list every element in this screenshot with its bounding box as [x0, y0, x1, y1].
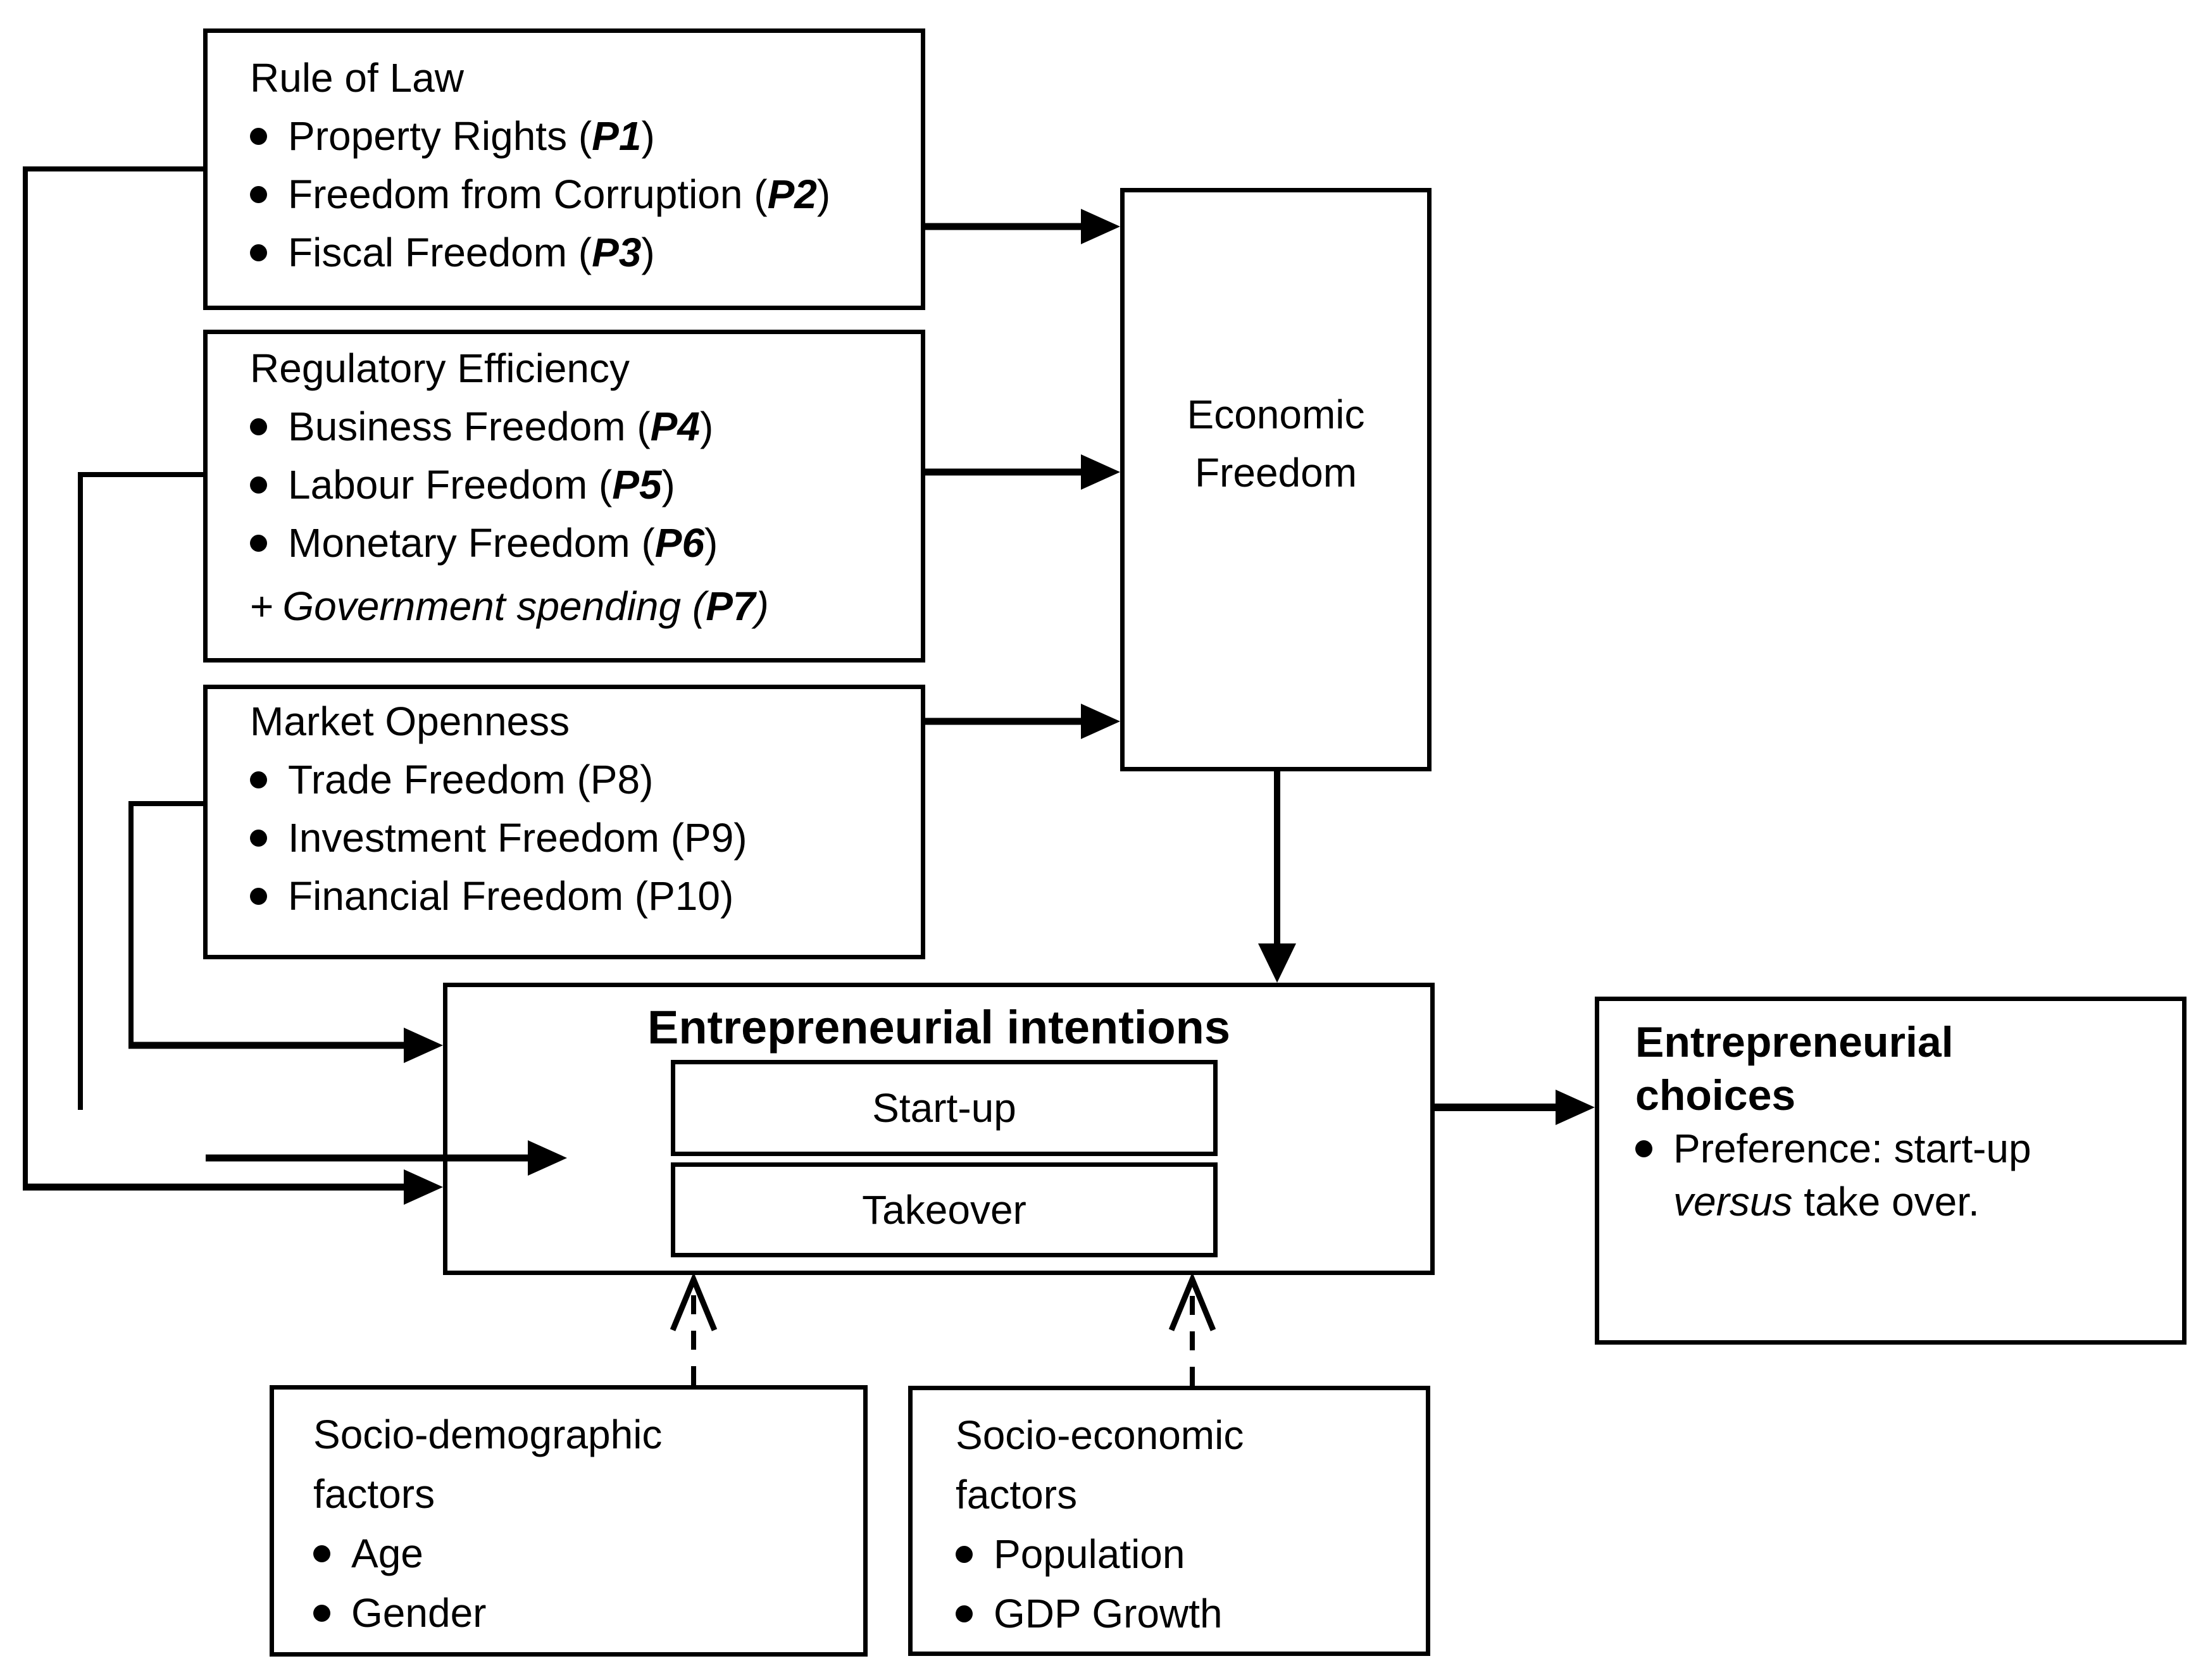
bullet-icon	[250, 476, 267, 494]
socio-economic-box: Socio-economic factors Population GDP Gr…	[908, 1386, 1430, 1656]
open-arrowhead-icon	[670, 1272, 718, 1331]
list-item: Investment Freedom (P9)	[250, 809, 921, 867]
regulatory-efficiency-box: Regulatory Efficiency Business Freedom (…	[203, 330, 925, 663]
box-title: Entrepreneurial intentions	[647, 1001, 1231, 1054]
plus-sign: +	[250, 583, 274, 629]
bullet-icon	[250, 127, 267, 145]
arrowhead-icon	[404, 1169, 443, 1205]
option-label: Start-up	[872, 1085, 1016, 1131]
arrowhead-icon	[1081, 704, 1120, 739]
arrowhead-icon	[404, 1028, 443, 1063]
bullet-icon	[250, 771, 267, 788]
market-openness-box: Market Openness Trade Freedom (P8) Inves…	[203, 685, 925, 959]
rule-of-law-box: Rule of Law Property Rights (P1) Freedom…	[203, 28, 925, 310]
list-item: Gender	[313, 1583, 863, 1643]
list-item: Population	[956, 1524, 1426, 1584]
list-item: Business Freedom (P4)	[250, 397, 921, 456]
bullet-icon	[250, 534, 267, 552]
route-ruleoflaw-to-intentions	[23, 166, 203, 1187]
arrowhead-icon	[1081, 454, 1120, 490]
box-title: Entrepreneurial choices	[1635, 1018, 1954, 1119]
list-item: Preference: start-up	[1635, 1122, 2169, 1175]
takeover-box: Takeover	[671, 1162, 1218, 1257]
bullet-icon	[250, 829, 267, 847]
bullet-icon	[250, 887, 267, 905]
route-regeff-down	[78, 472, 203, 1110]
box-title: Socio-economic factors	[956, 1412, 1244, 1517]
list-item-government-spending: +Government spending (P7)	[250, 583, 769, 629]
list-item: GDP Growth	[956, 1584, 1426, 1643]
box-title: Economic Freedom	[1187, 392, 1365, 495]
list-item: Labour Freedom (P5)	[250, 456, 921, 514]
bullet-icon	[956, 1545, 973, 1563]
box-title: Market Openness	[250, 699, 570, 744]
list-item: Age	[313, 1524, 863, 1583]
start-up-box: Start-up	[671, 1060, 1218, 1156]
list-item: Fiscal Freedom (P3)	[250, 223, 921, 282]
list-item: Property Rights (P1)	[250, 107, 921, 165]
economic-freedom-box: Economic Freedom	[1120, 188, 1432, 771]
list-item: Freedom from Corruption (P2)	[250, 165, 921, 223]
socio-demographic-box: Socio-demographic factors Age Gender	[270, 1385, 868, 1657]
bullet-icon	[313, 1604, 330, 1622]
list-item: Financial Freedom (P10)	[250, 867, 921, 925]
open-arrowhead-icon	[1168, 1272, 1216, 1331]
box-title: Regulatory Efficiency	[250, 345, 630, 391]
option-label: Takeover	[862, 1187, 1026, 1233]
entrepreneurial-choices-box: Entrepreneurial choices Preference: star…	[1595, 997, 2187, 1345]
bullet-icon	[1635, 1140, 1652, 1157]
bullet-icon	[313, 1545, 330, 1562]
box-title: Socio-demographic factors	[313, 1412, 663, 1517]
bullet-icon	[250, 185, 267, 203]
arrowhead-icon	[1556, 1090, 1595, 1125]
box-title: Rule of Law	[250, 55, 464, 101]
arrowhead-icon	[1258, 943, 1296, 983]
arrowhead-icon	[1081, 209, 1120, 244]
route-marketopen-to-intentions	[128, 801, 203, 1045]
bullet-icon	[956, 1605, 973, 1622]
list-item: Monetary Freedom (P6)	[250, 514, 921, 572]
list-item: Trade Freedom (P8)	[250, 750, 921, 809]
list-item-continuation: versus take over.	[1673, 1179, 1980, 1224]
bullet-icon	[250, 418, 267, 435]
bullet-icon	[250, 244, 267, 261]
